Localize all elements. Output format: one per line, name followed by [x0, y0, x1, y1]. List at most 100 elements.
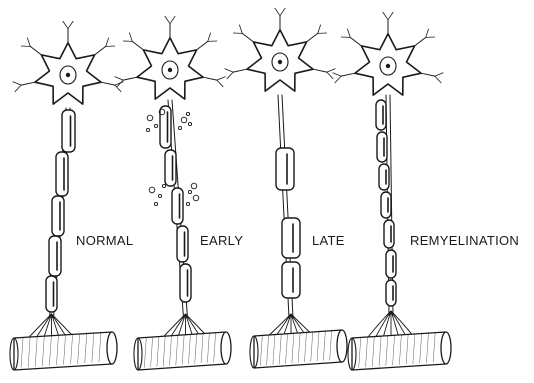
muscle-fibre [14, 332, 112, 370]
dendrite [197, 41, 208, 49]
myelin-segment [381, 192, 391, 218]
muscle-fibre-end [221, 332, 231, 364]
myelin-segment [160, 106, 171, 148]
dendrite-branch [335, 76, 341, 83]
neuron-late [225, 8, 347, 368]
dendrite [123, 77, 137, 80]
muscle-fibre-end [337, 330, 347, 362]
dendrite [415, 37, 426, 45]
myelin-segment [282, 218, 300, 258]
dendrite [95, 46, 106, 54]
dendrite-branch [388, 12, 393, 19]
myelin-segment [56, 152, 68, 196]
myelin-debris [188, 190, 191, 193]
dendrite-branch [327, 69, 335, 72]
myelin-debris [193, 195, 199, 201]
myelin-segment [282, 262, 300, 298]
dendrite [421, 73, 435, 76]
dendrite [307, 33, 318, 41]
dendrite-branch [225, 69, 233, 72]
label-normal: NORMAL [76, 233, 133, 248]
dendrite [132, 41, 143, 49]
dendrite-branch [217, 77, 225, 80]
dendrite [313, 69, 327, 72]
dendrite-branch [165, 16, 170, 23]
label-early: EARLY [200, 233, 243, 248]
dendrite [233, 69, 247, 72]
myelin-segment [172, 188, 183, 224]
dendrite-branch [333, 73, 341, 76]
myelin-debris [154, 124, 157, 127]
myelin-segment [62, 110, 75, 152]
muscle-fibre [352, 332, 446, 370]
myelin-segment [386, 280, 396, 306]
nucleolus [168, 68, 172, 72]
dendrite-branch [106, 38, 109, 47]
myelin-segment [376, 100, 386, 130]
dendrite [350, 37, 361, 45]
label-remyelination: REMYELINATION [410, 233, 519, 248]
myelin-debris [181, 117, 187, 123]
myelin-debris [158, 194, 161, 197]
myelin-debris [178, 126, 181, 129]
myelin-segment [384, 220, 394, 248]
dendrite-branch [275, 8, 280, 15]
myelin-debris [191, 183, 197, 189]
dendrite-branch [13, 82, 21, 85]
nucleolus [278, 60, 282, 64]
dendrite-branch [347, 29, 350, 38]
dendrite-branch [117, 80, 123, 87]
dendrite-branch [435, 73, 443, 76]
nucleolus [386, 64, 390, 68]
dendrite-branch [280, 8, 285, 15]
myelin-debris [162, 184, 165, 187]
myelin-segment [49, 236, 61, 276]
myelin-segment [180, 264, 191, 302]
dendrite-branch [239, 25, 242, 34]
dendrite-branch [15, 85, 21, 92]
dendrite-branch [68, 21, 73, 28]
myelin-segment [276, 148, 294, 190]
myelin-debris [147, 115, 153, 121]
dendrite-branch [63, 21, 68, 28]
dendrite [203, 77, 217, 80]
dendrite-branch [27, 38, 30, 47]
dendrite [242, 33, 253, 41]
myelin-segment [165, 150, 176, 186]
nucleolus [66, 73, 70, 77]
neuron-remyelination [333, 12, 451, 370]
dendrite-branch [426, 29, 429, 38]
dendrite-branch [217, 80, 223, 87]
dendrite [30, 46, 41, 54]
dendrite-branch [208, 33, 211, 42]
myelin-debris [154, 202, 157, 205]
myelin-segment [177, 226, 188, 262]
dendrite-branch [129, 33, 132, 42]
neuron-early [115, 16, 231, 370]
dendrite-branch [383, 12, 388, 19]
muscle-fibre-end [441, 332, 451, 364]
myelin-segment [379, 164, 389, 190]
dendrite-branch [318, 25, 321, 34]
dendrite [21, 82, 35, 85]
dendrite-branch [170, 16, 175, 23]
myelin-debris [186, 202, 189, 205]
myelin-debris [188, 122, 191, 125]
dendrite-branch [227, 72, 233, 79]
dendrite-branch [327, 72, 333, 79]
neuron-normal [10, 21, 123, 370]
myelin-debris [146, 128, 149, 131]
myelin-segment [46, 276, 57, 312]
myelin-segment [377, 132, 387, 162]
label-late: LATE [312, 233, 345, 248]
dendrite-branch [115, 77, 123, 80]
dendrite [341, 73, 355, 76]
myelin-debris [186, 112, 189, 115]
myelin-segment [386, 250, 396, 278]
myelin-segment [52, 196, 64, 236]
dendrite-branch [435, 76, 441, 83]
muscle-fibre-end [107, 332, 117, 364]
dendrite [101, 82, 115, 85]
